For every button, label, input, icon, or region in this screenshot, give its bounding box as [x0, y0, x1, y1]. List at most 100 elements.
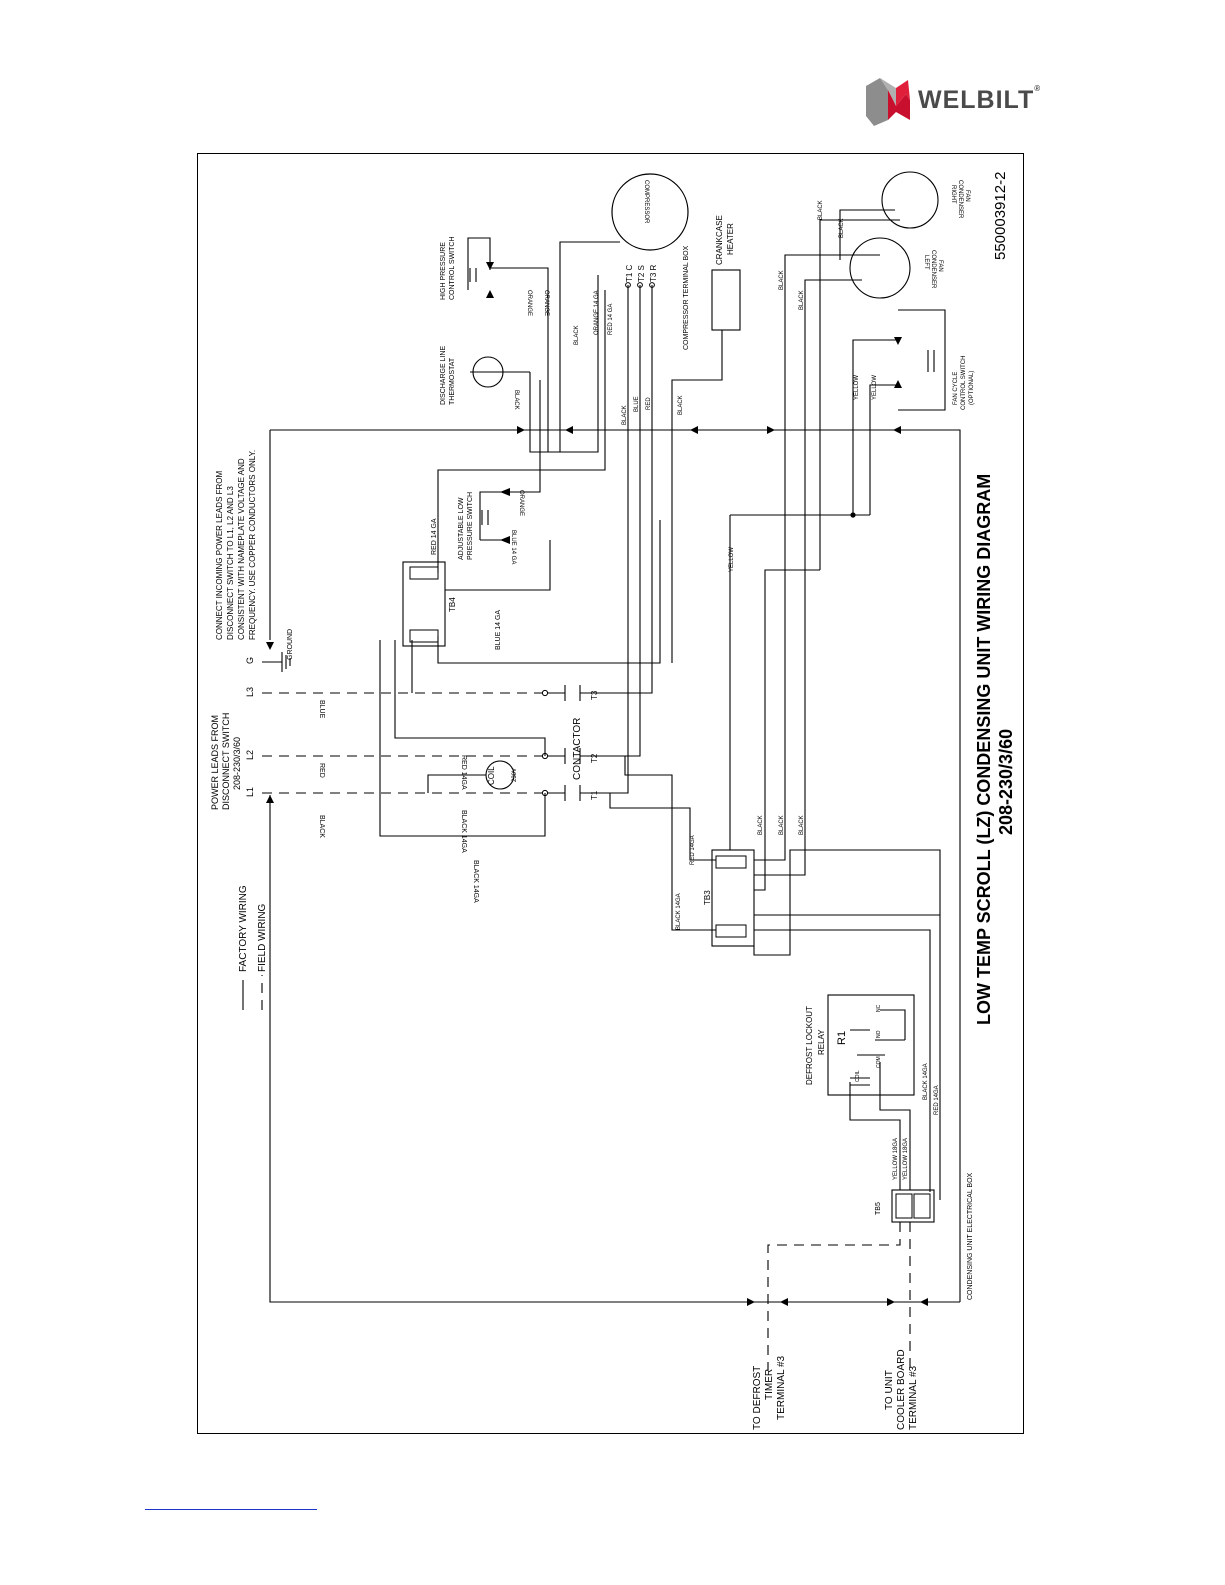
- low-pressure-label-2: PRESSURE SWITCH: [467, 492, 474, 560]
- tb4-label: TB4: [448, 597, 457, 612]
- tb4-block: [402, 561, 446, 647]
- tb4-blue-to-lps: [445, 540, 551, 591]
- relay-coil-pin: COIL: [855, 1070, 861, 1082]
- compressor-label: COMPRESSOR: [643, 180, 649, 224]
- compressor-terminal-r: T3 R: [649, 264, 658, 282]
- defrost-timer-label-2: TIMER: [764, 1369, 775, 1400]
- arrow-icon: [266, 642, 274, 650]
- footer-link-underline[interactable]: [145, 1509, 317, 1510]
- compressor-terminal-s: T2 S: [637, 265, 646, 282]
- terminal-t2: T2: [590, 753, 599, 763]
- t2-to-tb3-black: [624, 756, 716, 931]
- ground-icon: [262, 652, 291, 672]
- left-condenser-fan-icon: [849, 237, 911, 299]
- coil-red-label: RED 14GA: [460, 755, 467, 790]
- fan-black-wire-3: [819, 219, 900, 570]
- fan-black-wire-2: [804, 279, 862, 830]
- tb3-block: [711, 849, 755, 947]
- defrost-timer-label-1: TO DEFROST: [752, 1366, 763, 1430]
- fan-yellow-wire-1: [852, 339, 898, 515]
- discharge-black-label: BLACK: [513, 390, 519, 410]
- welbilt-wordmark: WELBILT®: [918, 83, 1042, 114]
- relay-id: R1: [836, 1031, 848, 1045]
- fan-cycle-switch-icon: [894, 309, 946, 411]
- comp-red-label: RED 14 GA: [608, 304, 614, 335]
- connect-note-2: DISCONNECT SWITCH TO L1, L2 AND L3: [226, 486, 235, 640]
- arrow-icon: [887, 1298, 895, 1306]
- defrost-relay-box: [827, 994, 915, 1096]
- arrow-icon: [767, 426, 775, 434]
- unit-cooler-run: [270, 429, 961, 1302]
- legend-factory-label: FACTORY WIRING: [238, 885, 249, 972]
- right-fan-label-3: FAN: [964, 190, 970, 202]
- high-pressure-label-2: CONTROL SWITCH: [449, 236, 456, 300]
- arrow-icon: [690, 426, 698, 434]
- fan-black-label-1: BLACK: [779, 270, 785, 290]
- crankcase-label-1: CRANKCASE: [715, 215, 724, 265]
- terminal-l2: L2: [245, 750, 255, 760]
- arrow-icon: [893, 426, 901, 434]
- unit-cooler-label-2: COOLER BOARD: [896, 1349, 907, 1430]
- fan-yellow-label-1: YELLOW: [854, 375, 860, 400]
- compressor-lead-r: [610, 285, 653, 694]
- tb3-black-label-1: BLACK: [758, 815, 764, 835]
- coil-black-wire: [427, 774, 486, 793]
- relay-nc-pin: NC: [876, 1004, 882, 1012]
- fan-yellow-wire-2: [869, 384, 898, 515]
- black-14ga-loop: [379, 793, 546, 837]
- right-fan-label-2: CONDENSER: [957, 180, 963, 219]
- crankcase-label-2: HEATER: [726, 223, 735, 255]
- power-leads-label-3: 208-230/3/60: [232, 737, 242, 790]
- coil-black-label: BLACK 14GA: [460, 810, 467, 853]
- discharge-label-2: THERMOSTAT: [449, 357, 456, 405]
- comp-black-label: BLACK: [574, 325, 580, 345]
- tb5-label: TB5: [875, 1202, 882, 1215]
- welbilt-logo: WELBILT®: [862, 76, 1062, 128]
- discharge-label-1: DISCHARGE LINE: [440, 346, 447, 405]
- tb4-red-label: RED 14 GA: [431, 518, 438, 555]
- diagram-subtitle: 208-230/3/60: [996, 729, 1016, 835]
- arrow-icon: [747, 1298, 755, 1306]
- diagram-title: LOW TEMP SCROLL (LZ) CONDENSING UNIT WIR…: [974, 474, 994, 1025]
- arrow-icon: [266, 795, 274, 803]
- relay-no-pin: NO: [876, 1030, 882, 1038]
- crankcase-black-wire: [671, 330, 723, 663]
- tb3-black-label-2: BLACK: [779, 815, 785, 835]
- arrow-icon: [780, 1298, 788, 1306]
- left-fan-label-3: FAN: [937, 260, 943, 272]
- field-wire-l3-label: BLUE: [318, 700, 325, 719]
- right-condenser-fan-icon: [881, 171, 939, 229]
- connect-note-3: CONSISTENT WITH NAMEPLATE VOLTAGE AND: [237, 458, 246, 640]
- defrost-timer-run: [269, 795, 960, 1303]
- field-wire-l1-label: BLACK: [318, 815, 325, 838]
- tb3-label: TB3: [703, 890, 712, 905]
- connect-note-4: FREQUENCY. USE COPPER CONDUCTORS ONLY.: [248, 450, 257, 640]
- lps-orange-wire: [510, 380, 541, 493]
- hps-orange-label-2: ORANGE: [543, 290, 549, 316]
- compressor-lead-c: [610, 285, 629, 794]
- lps-blue-label: BLUE 14 GA: [510, 530, 516, 564]
- power-leads-label-2: DISCONNECT SWITCH: [221, 713, 231, 810]
- coil-red-wire: [394, 640, 546, 756]
- tb3-yellow-label: YELLOW: [729, 547, 735, 572]
- fan-black-label-3: BLACK: [818, 200, 824, 220]
- relay-yellow-label-2: YELLOW 18GA: [903, 1138, 909, 1180]
- welbilt-emblem-icon: [866, 78, 910, 126]
- comp-orange-wire: [530, 275, 599, 453]
- coil-label: COIL: [487, 766, 496, 785]
- lps-orange-label: ORANGE: [518, 490, 524, 516]
- lead-s-label: BLUE: [634, 396, 640, 412]
- relay-label-1: DEFROST LOCKOUT: [805, 1006, 814, 1085]
- fan-cycle-label-1: FAN CYCLE: [953, 372, 959, 405]
- fan-yellow-label-2: YELLOW: [872, 375, 878, 400]
- terminal-t1: T1: [590, 790, 599, 800]
- left-fan-label-2: CONDENSER: [930, 250, 936, 289]
- high-pressure-label-1: HIGH PRESSURE: [440, 242, 447, 300]
- defrost-timer-label-3: TERMINAL #3: [776, 1355, 787, 1420]
- tb5-block: [891, 1189, 935, 1223]
- lead-c-label: BLACK: [622, 405, 628, 425]
- fan-black-label-4: BLACK: [839, 218, 845, 238]
- connect-note-1: CONNECT INCOMING POWER LEADS FROM: [215, 470, 224, 640]
- relay-yellow-label-1: YELLOW 18GA: [893, 1138, 899, 1180]
